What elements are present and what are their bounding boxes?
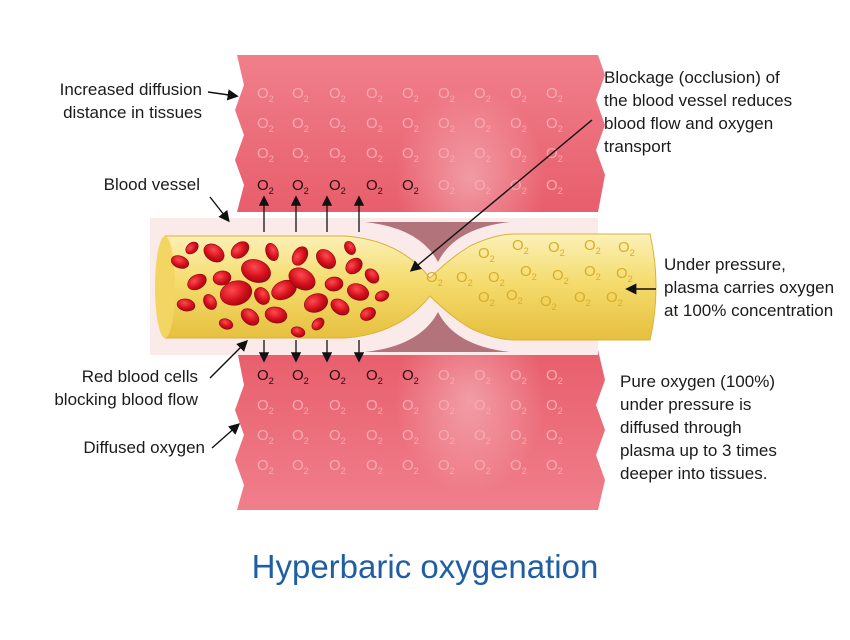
label-blockage: Blockage (occlusion) of the blood vessel…	[604, 66, 844, 158]
label-under-pressure: Under pressure, plasma carries oxygen at…	[664, 253, 844, 322]
label-diffusion-distance: Increased diffusion distance in tissues	[20, 78, 202, 124]
label-diffused-oxygen: Diffused oxygen	[20, 436, 205, 459]
label-red-blood-cells: Red blood cells blocking blood flow	[20, 365, 198, 411]
diagram-title: Hyperbaric oxygenation	[0, 548, 850, 586]
label-blood-vessel: Blood vessel	[20, 173, 200, 196]
label-pure-oxygen: Pure oxygen (100%) under pressure is dif…	[620, 370, 840, 485]
pointer-diffusion-distance	[208, 92, 236, 96]
plasma-end-cap	[155, 236, 175, 338]
pointer-blood-vessel	[210, 197, 228, 220]
pointer-diffused-oxygen	[212, 425, 238, 448]
